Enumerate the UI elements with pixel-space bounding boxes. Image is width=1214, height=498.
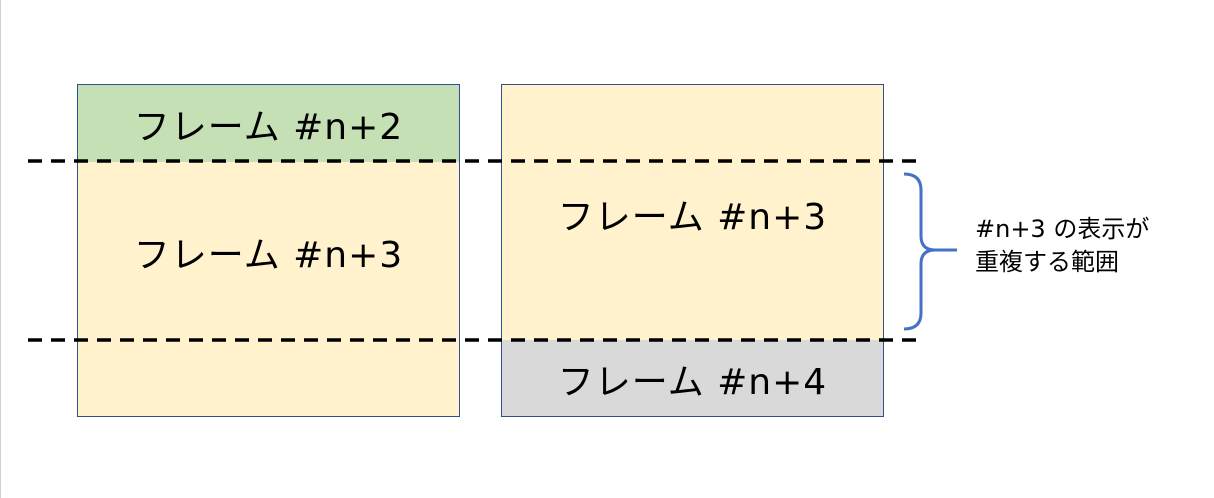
frame-n2-region: フレーム #n+2	[78, 85, 459, 162]
frame-n3-left-label: フレーム #n+3	[133, 234, 404, 276]
frame-n3-right-label: フレーム #n+3	[557, 196, 828, 238]
frame-n3-right-region: フレーム #n+3	[502, 85, 883, 340]
overlap-brace	[903, 172, 957, 331]
annotation-line-1: #n+3 の表示が	[975, 215, 1150, 243]
frame-n3-left-region: フレーム #n+3	[78, 162, 459, 416]
frame-n4-label: フレーム #n+4	[557, 362, 828, 403]
right-frame-column: フレーム #n+3 フレーム #n+4	[501, 84, 884, 417]
left-frame-column: フレーム #n+2 フレーム #n+3	[77, 84, 460, 417]
frame-n4-region: フレーム #n+4	[502, 340, 883, 416]
frame-n2-label: フレーム #n+2	[133, 106, 404, 148]
annotation-line-2: 重複する範囲	[975, 248, 1119, 276]
overlap-annotation: #n+3 の表示が 重複する範囲	[975, 213, 1149, 279]
left-edge-line	[0, 0, 1, 498]
